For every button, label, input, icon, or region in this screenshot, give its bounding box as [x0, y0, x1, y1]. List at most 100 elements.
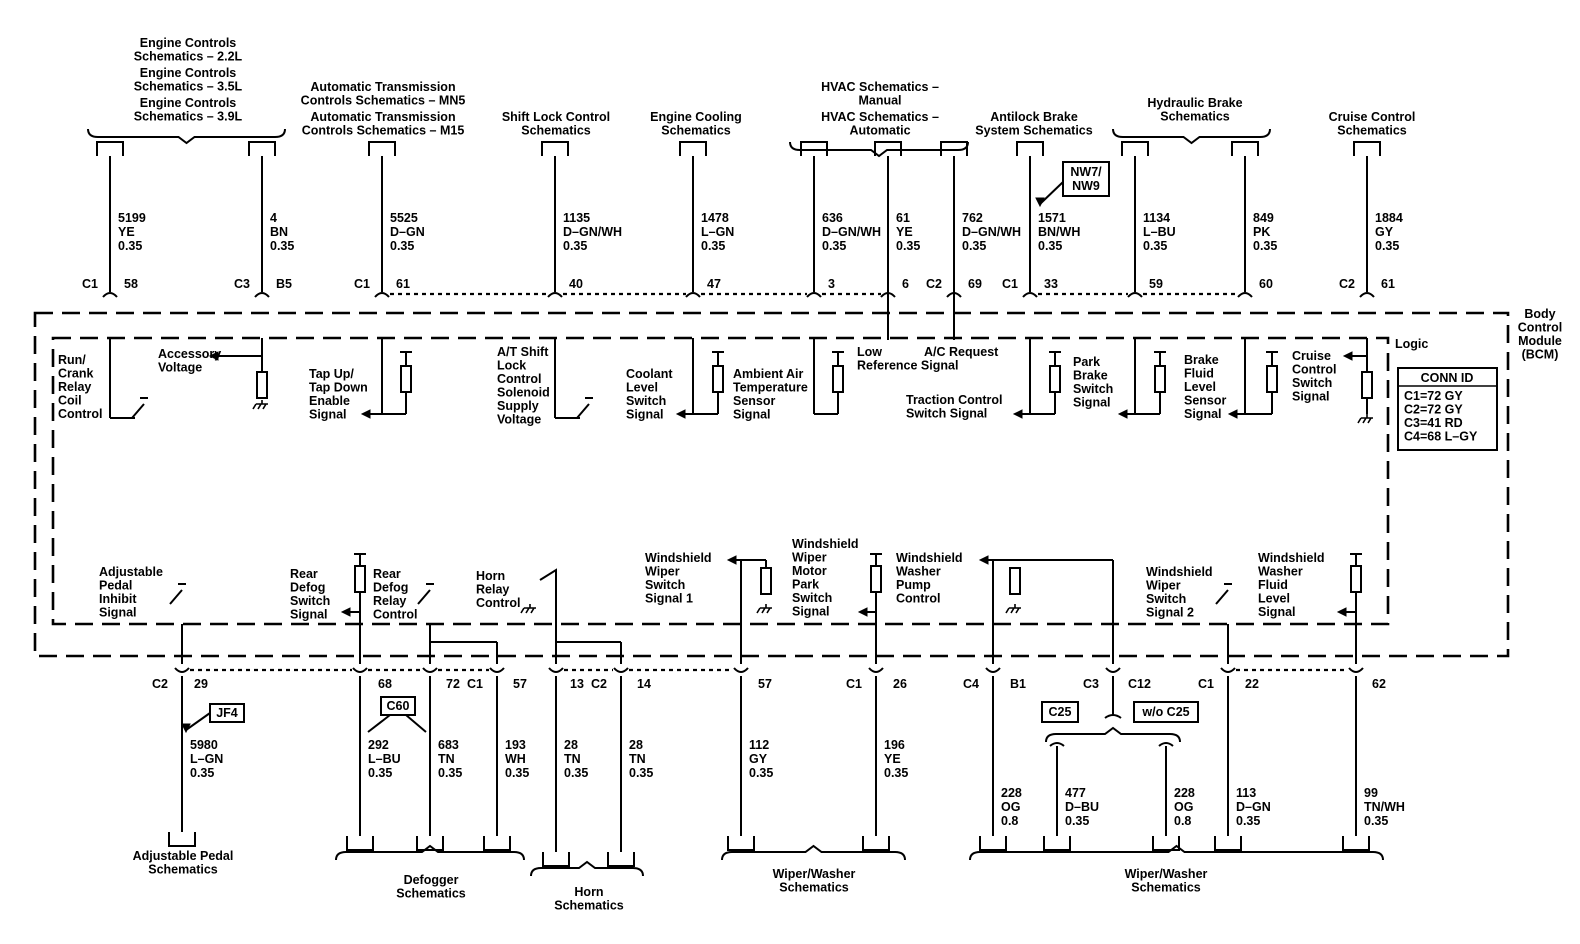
schematic-reference: Manual [858, 94, 901, 108]
arrow-left [857, 607, 868, 617]
pin-number: 13 [570, 677, 584, 691]
wire-spec-color: TN [438, 752, 455, 766]
schematic-reference: HVAC Schematics – [821, 110, 939, 124]
wire-spec-gauge: 0.35 [749, 766, 773, 780]
wire-spec-gauge: 0.35 [368, 766, 392, 780]
wire-spec-gauge: 0.8 [1174, 814, 1191, 828]
wire-spec-circuit: 28 [629, 738, 643, 752]
schematic-reference: Schematics [521, 124, 591, 138]
schematic-reference: Schematics [1337, 124, 1407, 138]
resistor [712, 365, 724, 393]
pin-number: C12 [1128, 677, 1151, 691]
wire-spec-color: TN/WH [1364, 800, 1405, 814]
signal-label: Defog [290, 581, 325, 595]
wire-spec-gauge: 0.35 [629, 766, 653, 780]
wire-spec-636-color: D–GN/WH [822, 225, 881, 239]
signal-label: A/T Shift [497, 345, 549, 359]
wire-spec-color: OG [1001, 800, 1020, 814]
pin-number: 3 [828, 277, 835, 291]
wire-spec-gauge: 0.35 [1236, 814, 1260, 828]
schematic-reference: Engine Cooling [650, 110, 742, 124]
connector-pin [880, 292, 896, 298]
signal-label: Ambient Air [733, 367, 804, 381]
signal-label: Horn [476, 569, 505, 583]
signal-label: Pump [896, 578, 931, 592]
bracket [87, 128, 286, 145]
connector-pin [489, 667, 505, 673]
module-name: Module [1518, 334, 1562, 348]
connector-socket [607, 852, 635, 867]
resistor [1350, 565, 1362, 593]
schematic-reference: Engine Controls [140, 66, 237, 80]
pin-number: 57 [758, 677, 772, 691]
arrow-left [340, 607, 351, 617]
conn-id-box [1397, 367, 1498, 451]
pin-number: 14 [637, 677, 651, 691]
pin-number: 26 [893, 677, 907, 691]
logic-label: Logic [1395, 337, 1428, 351]
connector-pin [1348, 667, 1364, 673]
schematic-reference: Engine Controls [140, 96, 237, 110]
pin-number: 57 [513, 677, 527, 691]
wire-spec-gauge: 0.35 [564, 766, 588, 780]
wire-spec-1134-color: L–BU [1143, 225, 1176, 239]
wire-spec-5199-color: YE [118, 225, 135, 239]
pin-number: 33 [1044, 277, 1058, 291]
signal-label: Crank [58, 367, 93, 381]
schematic-reference: Schematics [148, 863, 218, 877]
pin-number: 72 [446, 677, 460, 691]
module-name: Body [1524, 307, 1555, 321]
bracket [1112, 128, 1271, 145]
wire-spec-circuit: 228 [1001, 786, 1022, 800]
signal-label: Fluid [1184, 367, 1214, 381]
signal-label: Wiper [792, 551, 827, 565]
connector-socket [1214, 836, 1242, 851]
wire-spec-849-gauge: 0.35 [1253, 239, 1277, 253]
pin-number: B5 [276, 277, 292, 291]
connector-socket [1016, 141, 1044, 156]
signal-label: Relay [373, 594, 406, 608]
schematic-reference: Automatic Transmission [310, 110, 455, 124]
wire-spec-762-color: D–GN/WH [962, 225, 1021, 239]
wire-spec-circuit: 193 [505, 738, 526, 752]
wire-spec-circuit: 112 [749, 738, 769, 752]
connector-socket [940, 141, 968, 156]
pin-number: 69 [968, 277, 982, 291]
schematic-reference: Adjustable Pedal [133, 849, 234, 863]
resistor [870, 565, 882, 593]
c60-label: C60 [387, 699, 410, 713]
connector-pin [1237, 292, 1253, 298]
signal-label: Switch [1292, 376, 1332, 390]
arrow-left [1012, 409, 1023, 419]
arrow-left [1336, 607, 1347, 617]
signal-label: Washer [896, 565, 941, 579]
connector-id: C2 [152, 677, 168, 691]
wire-spec-gauge: 0.35 [1364, 814, 1388, 828]
connector-socket [679, 141, 707, 156]
bracket [335, 844, 525, 861]
resistor [354, 565, 366, 593]
signal-label: Signal [1258, 605, 1296, 619]
wire-spec-circuit: 292 [368, 738, 389, 752]
signal-label: Enable [309, 394, 350, 408]
signal-label: Inhibit [99, 592, 137, 606]
wire-spec-5525-gauge: 0.35 [390, 239, 414, 253]
connector-id: C1 [354, 277, 370, 291]
wire-spec-color: D–GN [1236, 800, 1271, 814]
schematic-reference: Defogger [404, 873, 459, 887]
signal-label: Accessory [158, 347, 221, 361]
connector-pin [1022, 292, 1038, 298]
conn-id-row: C1=72 GY [1404, 389, 1463, 403]
schematic-reference: Wiper/Washer [1125, 867, 1208, 881]
switch-symbol [169, 583, 186, 605]
c60-tag [380, 696, 416, 716]
signal-label: Switch [1073, 382, 1113, 396]
static-wiring [87, 128, 1498, 877]
ground-symbol [1357, 414, 1373, 424]
wire-spec-4-circuit: 4 [270, 211, 277, 225]
connector-socket [541, 141, 569, 156]
c25-label: C25 [1049, 705, 1072, 719]
connector-pin [374, 292, 390, 298]
schematic-reference: Wiper/Washer [773, 867, 856, 881]
arrow-down [181, 723, 191, 734]
